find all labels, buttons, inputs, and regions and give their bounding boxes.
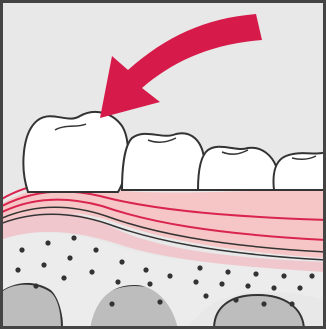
bone-dot [61,275,66,280]
bone-dot [15,267,20,272]
bone-dot [193,279,198,284]
bone-dot [289,301,294,306]
bone-dot [119,259,124,264]
bone-dot [89,269,94,274]
bone-dot [19,247,24,252]
bone-dot [309,273,314,278]
bone-dot [197,265,202,270]
bone-dot [219,281,224,286]
bone-dot [233,297,238,302]
bone-dot [93,247,98,252]
bone-dot [297,285,302,290]
bone-dot [203,293,208,298]
bone-dot [271,285,276,290]
bone-dot [45,240,50,245]
bone-dot [281,273,286,278]
bone-dot [109,301,114,306]
bone-dot [143,267,148,272]
bone-dot [157,299,162,304]
bone-dot [245,283,250,288]
tooth-4 [274,152,326,190]
bone-dot [261,301,266,306]
bone-dot [147,281,152,286]
bone-dot [115,279,120,284]
bone-dot [253,271,258,276]
bone-dot [67,255,72,260]
bone-dot [41,262,46,267]
bone-dot [71,235,76,240]
bone-dot [33,283,38,288]
bone-dot [167,273,172,278]
bone-dot [225,269,230,274]
tooth-front [23,112,127,192]
